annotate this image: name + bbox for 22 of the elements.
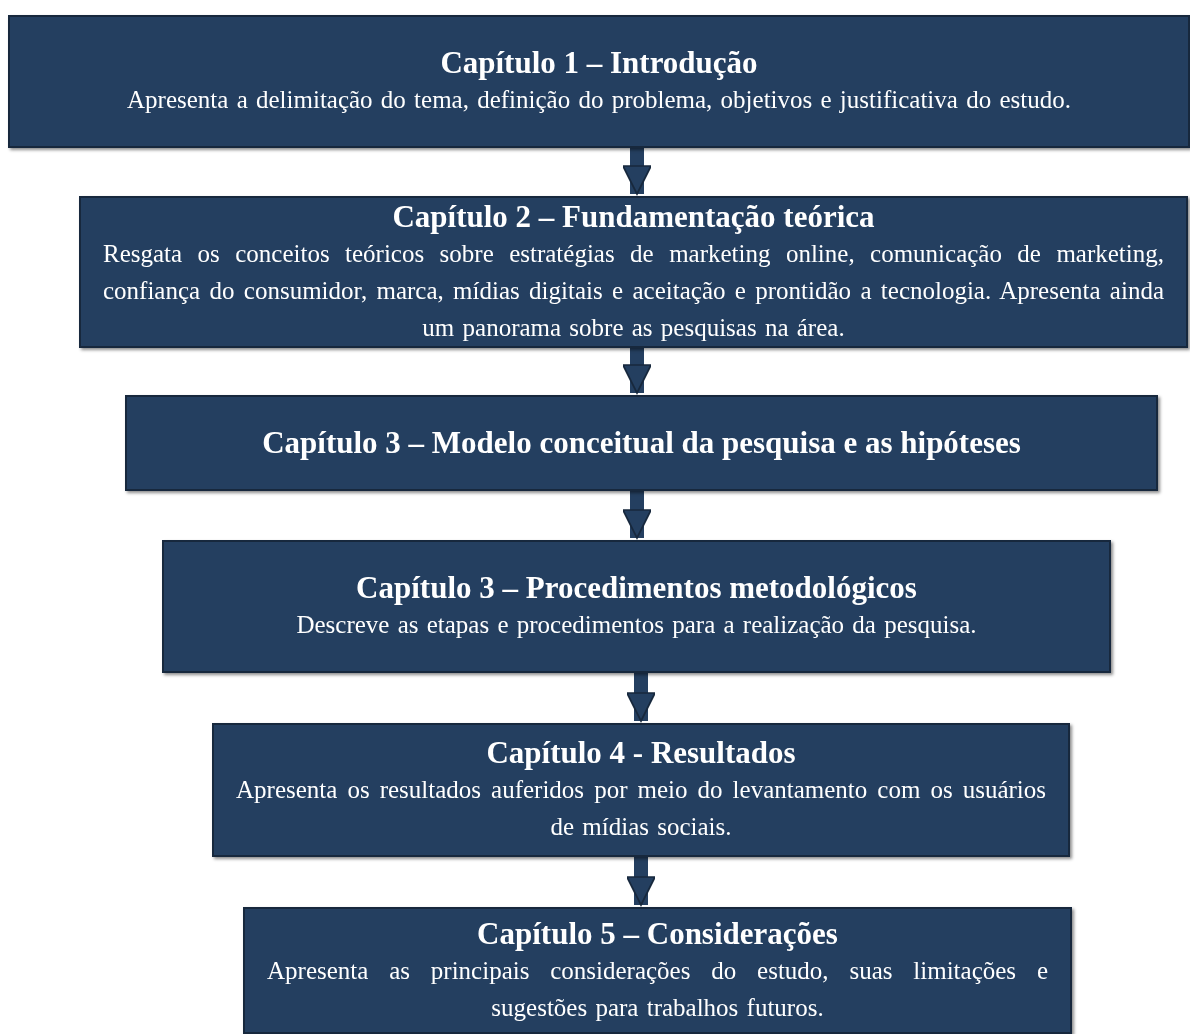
arrow (622, 148, 652, 195)
chapter-box (162, 540, 1111, 673)
chapter-title: Capítulo 4 - Resultados (486, 735, 796, 771)
chapter-description: Descreve as etapas e procedimentos para a realização da pesquisa. (296, 610, 977, 640)
chapter-box (212, 723, 1070, 857)
chapter-title: Capítulo 3 – Procedimentos metodológicos (356, 570, 917, 606)
chapter-description: Resgata os conceitos teóricos sobre estratégias de marketing online, comunicação de marketing, confiança do consumidor, marca, mídias digitais e aceitação e prontidão a tecnologia. Apresenta ainda um panorama sobre as pesquisas na área. (103, 238, 1164, 343)
chapter-title: Capítulo 5 – Considerações (477, 915, 838, 952)
chapter-description: Apresenta as principais considerações do estudo, suas limitações e sugestões para trabalhos futuros. (267, 955, 1048, 1023)
chapter-description: Apresenta a delimitação do tema, definição do problema, objetivos e justificativa do estudo. (127, 85, 1071, 115)
arrow (622, 491, 652, 539)
arrow (622, 348, 652, 394)
chapter-box (79, 196, 1188, 348)
chapter-title: Capítulo 3 – Modelo conceitual da pesquisa e as hipóteses (262, 425, 1021, 461)
arrow (626, 857, 656, 906)
arrow (626, 673, 656, 722)
chapter-description: Apresenta os resultados auferidos por meio do levantamento com os usuários de mídias sociais. (236, 775, 1046, 842)
chapter-title: Capítulo 2 – Fundamentação teórica (392, 198, 875, 235)
chapter-box (243, 907, 1072, 1034)
chapter-box (8, 15, 1190, 148)
chapter-box (125, 395, 1158, 491)
chapter-title: Capítulo 1 – Introdução (440, 45, 758, 81)
